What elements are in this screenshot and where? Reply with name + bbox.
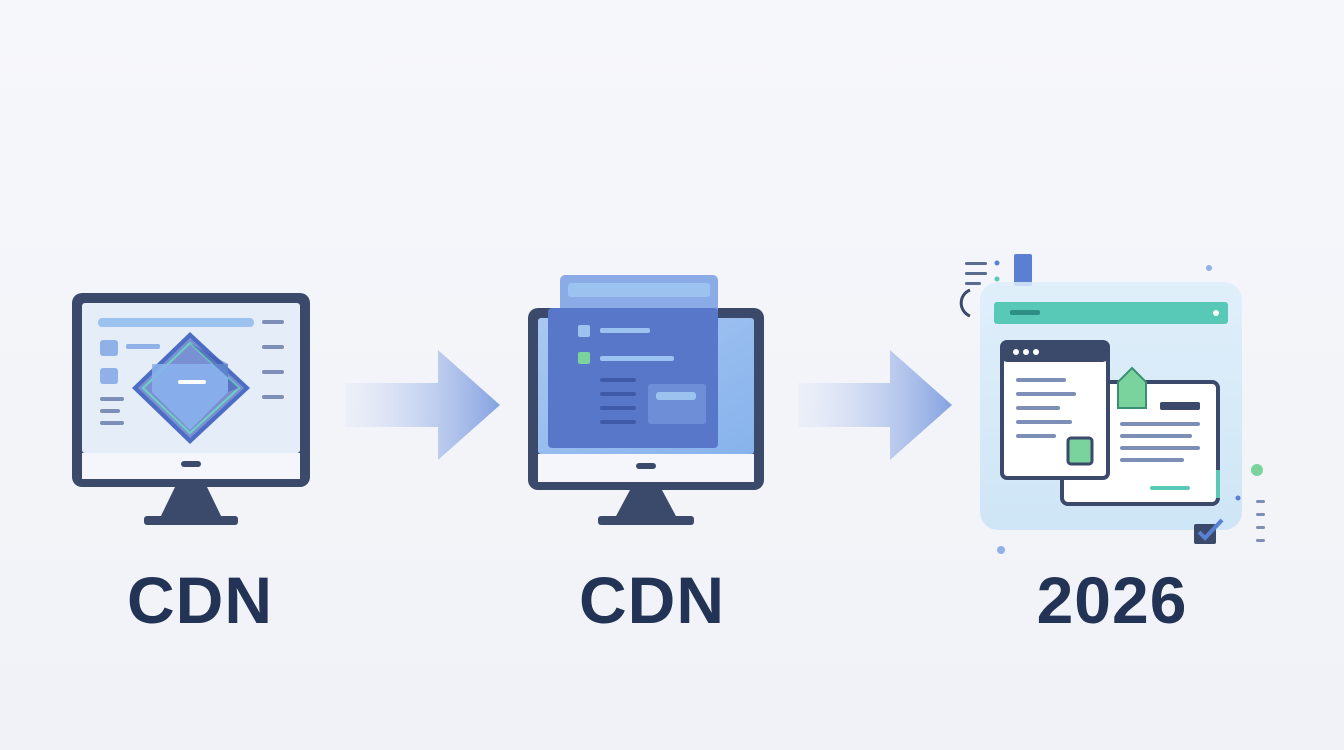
diamond-monitor-icon xyxy=(72,293,310,525)
arrow-right-icon xyxy=(345,350,500,460)
modern-web-app-icon xyxy=(959,254,1265,554)
step-1-label: CDN xyxy=(127,563,273,637)
step-2-label: CDN xyxy=(579,563,725,637)
arrow-right-icon xyxy=(798,350,952,460)
step-3-label: 2026 xyxy=(1036,563,1188,637)
layered-monitor-icon xyxy=(528,275,764,525)
